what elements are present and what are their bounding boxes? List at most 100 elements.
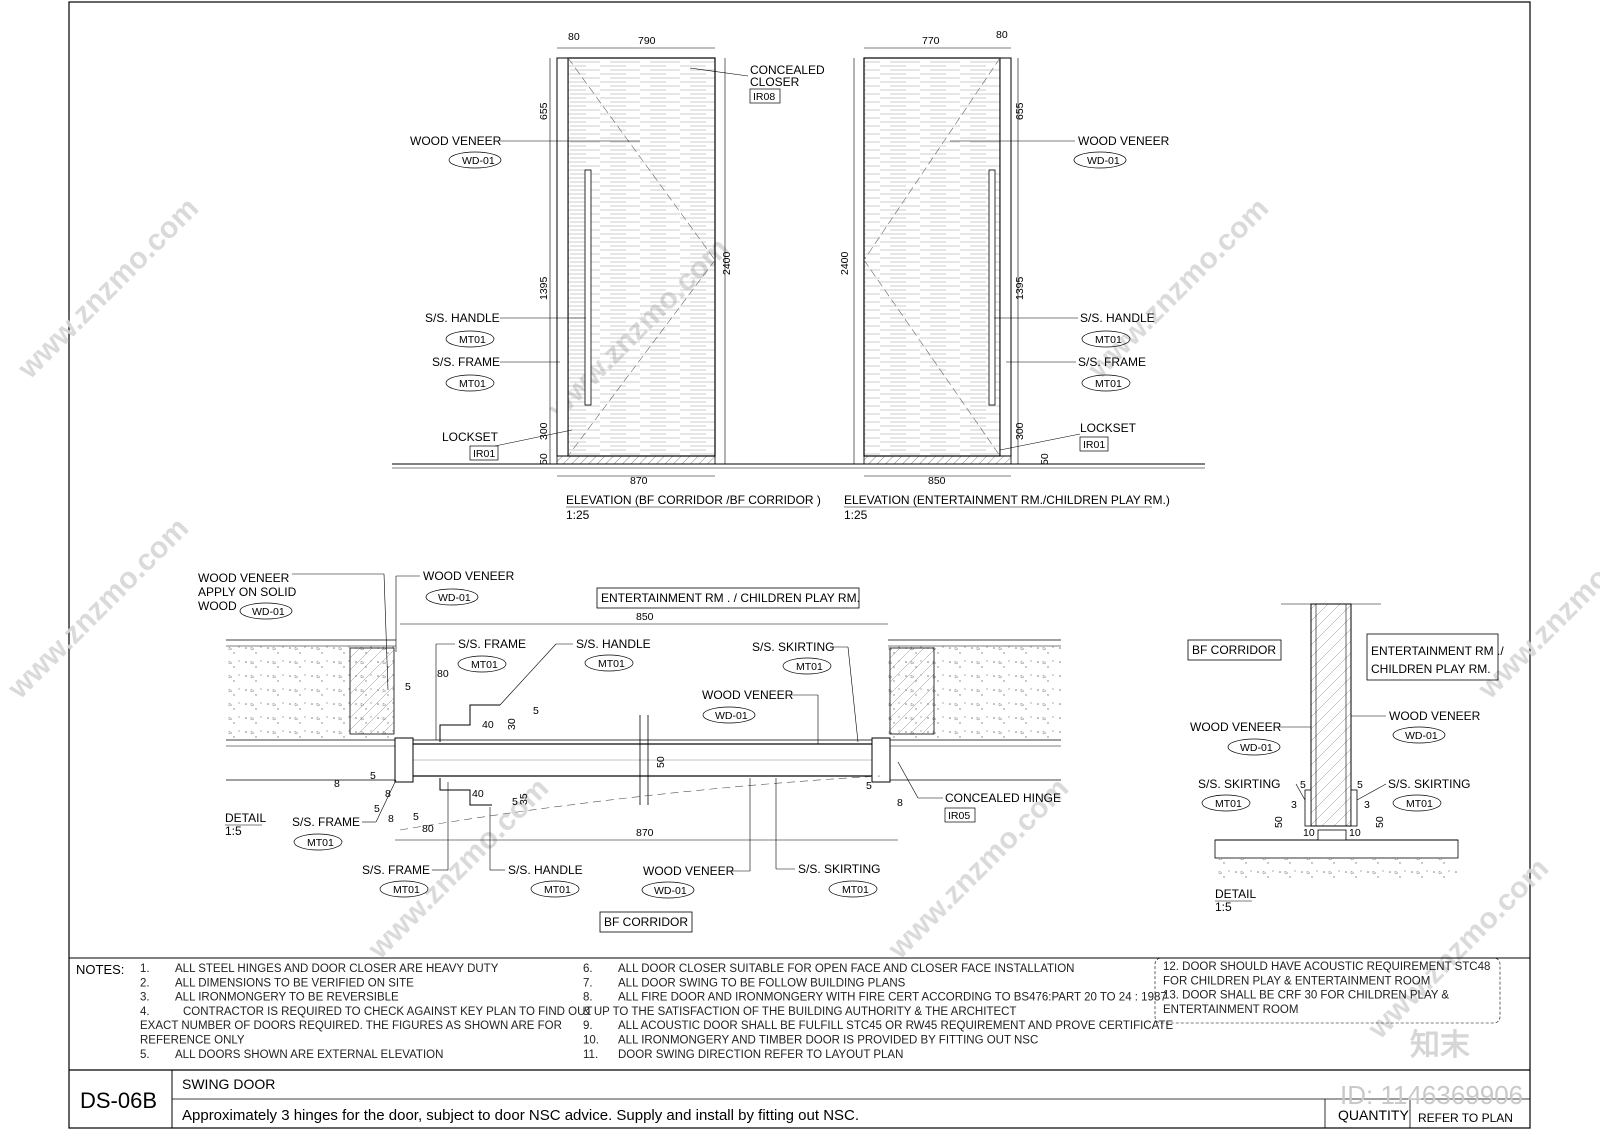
note-item: ALL IRONMONGERY AND TIMBER DOOR IS PROVI… [618,1035,1038,1047]
note-item: ALL DOOR CLOSER SUITABLE FOR OPEN FACE A… [618,963,1075,975]
svg-text:S/S. FRAME: S/S. FRAME [1078,355,1146,369]
svg-text:870: 870 [630,475,648,487]
svg-text:5: 5 [374,803,380,815]
svg-text:WOOD VENEER: WOOD VENEER [410,134,502,148]
svg-text:CHILDREN PLAY RM.: CHILDREN PLAY RM. [1371,662,1491,676]
svg-text:IR08: IR08 [753,91,775,103]
svg-text:MT01: MT01 [459,378,486,390]
svg-text:5: 5 [533,705,539,717]
svg-text:3: 3 [1291,799,1297,811]
note-item: ALL FIRE DOOR AND IRONMONGERY WITH FIRE … [618,992,1167,1004]
svg-text:CONCEALED: CONCEALED [750,63,825,77]
svg-text:5: 5 [413,811,419,823]
brand-watermark: 知末 [1410,1029,1470,1062]
note-number: 1. [140,963,150,975]
svg-text:BF CORRIDOR: BF CORRIDOR [1192,643,1276,657]
svg-text:50: 50 [538,453,550,465]
notes: NOTES: 1. ALL STEEL HINGES AND DOOR CLOSE… [69,957,1530,1061]
svg-text:10: 10 [1349,827,1361,839]
note-item: ALL DOOR SWING TO BE FOLLOW BUILDING PLA… [618,977,906,989]
svg-text:50: 50 [1374,816,1386,828]
svg-text:10: 10 [1303,827,1315,839]
svg-text:80: 80 [437,668,449,680]
door-name: SWING DOOR [182,1076,275,1092]
watermark: www.znzmo.com www.znzmo.com www.znzmo.co… [1,192,1600,1046]
svg-text:1:25: 1:25 [566,508,590,522]
svg-text:MT01: MT01 [1406,798,1433,810]
door-section [1310,603,1352,827]
note-item: EXACT NUMBER OF DOORS REQUIRED. THE FIGU… [140,1020,562,1032]
svg-text:50: 50 [1273,816,1285,828]
svg-text:655: 655 [538,102,550,120]
door-frame [999,57,1012,457]
svg-text:WOOD VENEER: WOOD VENEER [1389,709,1481,723]
svg-text:300: 300 [538,422,550,440]
svg-text:WD-01: WD-01 [715,710,748,722]
svg-text:5: 5 [512,796,518,808]
svg-text:30: 30 [506,718,518,730]
svg-text:2400: 2400 [839,251,851,275]
note-item: 13. DOOR SHALL BE CRF 30 FOR CHILDREN PL… [1163,990,1449,1002]
title-block: DS-06B SWING DOOR Approximately 3 hinges… [69,1069,1530,1128]
note-item: ALL STEEL HINGES AND DOOR CLOSER ARE HEA… [175,963,499,975]
svg-text:MT01: MT01 [598,658,625,670]
note-item: 12. DOOR SHOULD HAVE ACOUSTIC REQUIREMEN… [1163,961,1490,973]
svg-text:CLOSER: CLOSER [750,75,800,89]
note-item: CONTRACTOR IS REQUIRED TO CHECK AGAINST … [183,1006,592,1018]
svg-text:S/S. HANDLE: S/S. HANDLE [576,637,651,651]
svg-text:MT01: MT01 [393,884,420,896]
note-item: ENTERTAINMENT ROOM [1163,1004,1298,1016]
svg-text:770: 770 [922,35,940,47]
note-number: 2. [140,977,150,989]
svg-text:MT01: MT01 [1095,378,1122,390]
svg-text:WOOD: WOOD [198,599,237,613]
svg-text:80: 80 [568,31,580,43]
note-number: 4. [140,1006,150,1018]
note-item: DOOR SWING DIRECTION REFER TO LAYOUT PLA… [618,1049,903,1061]
svg-text:5: 5 [1300,779,1306,791]
svg-text:8: 8 [385,788,391,800]
svg-text:8: 8 [334,778,340,790]
note-number: 5. [140,1049,150,1061]
note-number: 6. [583,963,593,975]
svg-text:40: 40 [472,788,484,800]
note-item: & UP TO THE SATISFACTION OF THE BUILDING… [583,1006,1016,1018]
svg-text:MT01: MT01 [796,661,823,673]
svg-text:WD-01: WD-01 [1087,155,1120,167]
svg-text:5: 5 [405,681,411,693]
door-leaf [863,57,1001,457]
svg-text:APPLY ON SOLID: APPLY ON SOLID [198,585,297,599]
door-leaf [567,57,716,457]
svg-text:655: 655 [1014,102,1026,120]
elevation-left: 80 790 655 1395 300 50 2400 870 CONCEALE… [392,31,825,522]
svg-text:WOOD VENEER: WOOD VENEER [643,864,735,878]
svg-text:LOCKSET: LOCKSET [442,430,499,444]
svg-text:1:5: 1:5 [225,824,242,838]
note-item: REFERENCE ONLY [140,1035,245,1047]
svg-text:S/S. SKIRTING: S/S. SKIRTING [798,862,880,876]
note-item: FOR CHILDREN PLAY & ENTERTAINMENT ROOM [1163,975,1430,987]
svg-text:850: 850 [636,611,654,623]
svg-text:ENTERTAINMENT RM . / CHILDREN: ENTERTAINMENT RM . / CHILDREN PLAY RM. [601,591,860,605]
svg-text:1:25: 1:25 [844,508,868,522]
svg-text:IR01: IR01 [473,448,495,460]
svg-text:5: 5 [866,780,872,792]
detail-label: DETAIL [225,811,266,825]
svg-text:CONCEALED HINGE: CONCEALED HINGE [945,791,1061,805]
note-item: ALL ACOUSTIC DOOR SHALL BE FULFILL STC45… [618,1020,1173,1032]
note-number: 10. [583,1035,599,1047]
svg-text:WD-01: WD-01 [654,885,687,897]
svg-text:35: 35 [518,793,530,805]
svg-text:www.znzmo.com: www.znzmo.com [1,512,195,706]
svg-text:50: 50 [1039,453,1051,465]
quantity-label: QUANTITY [1338,1107,1409,1123]
svg-text:2400: 2400 [721,251,733,275]
svg-text:WOOD VENEER: WOOD VENEER [702,688,794,702]
note-number: 3. [140,992,150,1004]
svg-text:S/S. SKIRTING: S/S. SKIRTING [1388,777,1470,791]
svg-text:300: 300 [1014,422,1026,440]
svg-text:BF CORRIDOR: BF CORRIDOR [604,915,688,929]
svg-text:MT01: MT01 [1095,334,1122,346]
notes-heading: NOTES: [76,962,124,977]
